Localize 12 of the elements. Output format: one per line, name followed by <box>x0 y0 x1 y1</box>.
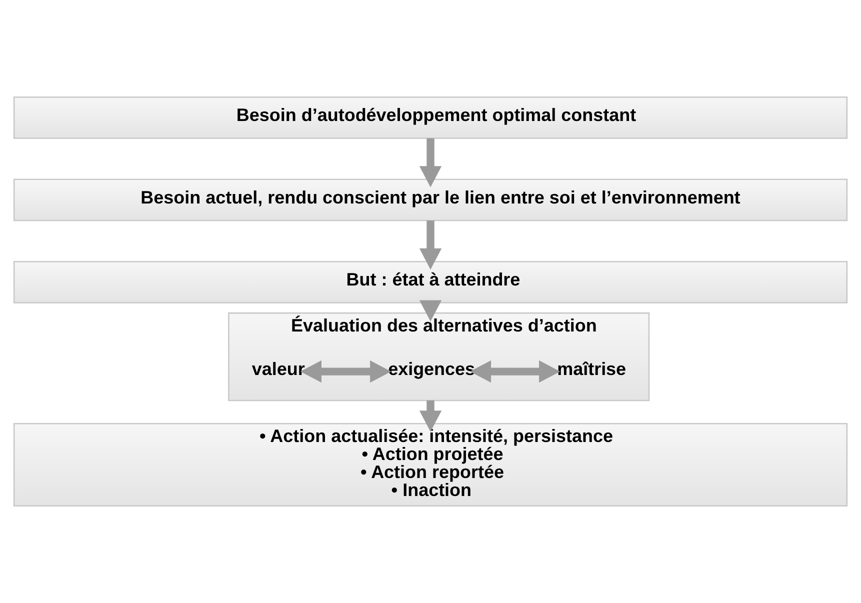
node-box: Besoin d’autodéveloppement optimal constant <box>13 96 848 139</box>
arrow <box>470 360 560 383</box>
node-box: • Action actualisée: intensité, persistance • Action projetée • Action reportée • Inaction <box>13 422 848 506</box>
arrow <box>300 360 392 383</box>
arrow <box>419 300 442 322</box>
node-text: exigences <box>388 359 476 380</box>
arrow <box>419 220 442 270</box>
node-text: valeur <box>252 359 305 380</box>
node-box: Besoin actuel, rendu conscient par le lien entre soi et l’environnement <box>13 178 848 222</box>
arrow <box>419 138 442 188</box>
arrow <box>419 400 442 432</box>
node-text: maîtrise <box>557 359 626 380</box>
